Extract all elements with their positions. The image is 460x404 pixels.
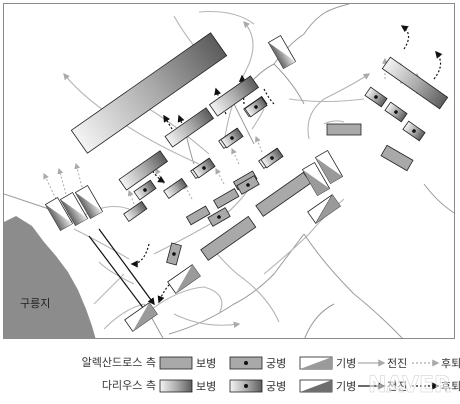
legend-retreat-label-2: 후퇴 xyxy=(441,380,460,393)
battle-map-svg: 구릉지 xyxy=(4,4,454,338)
map-legend: 알렉산드로스 측 보병 궁병 기병 전진 후퇴 다리우스 측 보병 궁병 기병 … xyxy=(82,355,460,398)
legend-darius-advance-label: 전진 xyxy=(387,380,407,393)
alexander-cavalry xyxy=(124,149,344,332)
legend-alex-infantry-swatch xyxy=(159,356,193,370)
naver-watermark: NAVER xyxy=(368,373,451,398)
legend-alex-cavalry-shade xyxy=(300,357,332,369)
legend-alex-archers-dot xyxy=(244,361,248,365)
legend-advance-label: 전진 xyxy=(387,357,407,370)
darius-cavalry xyxy=(44,34,297,232)
legend-alex-infantry-label: 보병 xyxy=(196,357,216,370)
legend-alex-archers-label: 궁병 xyxy=(266,357,286,370)
hill-terrain xyxy=(4,216,96,338)
hill-label: 구릉지 xyxy=(20,297,50,310)
legend-alex-cavalry-label: 기병 xyxy=(336,357,356,370)
legend-darius-side: 다리우스 측 xyxy=(102,379,156,392)
legend-darius-cavalry-shade xyxy=(300,380,332,392)
alexander-archers xyxy=(166,175,260,266)
legend-darius-infantry-swatch xyxy=(159,379,193,393)
legend-retreat-label-1: 후퇴 xyxy=(441,357,460,370)
darius-archers xyxy=(133,86,426,201)
charge-lines xyxy=(88,228,155,310)
legend-darius-archers-dot xyxy=(244,384,248,388)
map-area: 구릉지 xyxy=(3,3,455,339)
alexander-infantry xyxy=(185,123,414,261)
legend-darius-archers-label: 궁병 xyxy=(266,380,286,393)
legend-darius-infantry-label: 보병 xyxy=(196,380,216,393)
legend-darius-cavalry-label: 기병 xyxy=(336,380,356,393)
legend-alexander-side: 알렉산드로스 측 xyxy=(82,355,156,369)
